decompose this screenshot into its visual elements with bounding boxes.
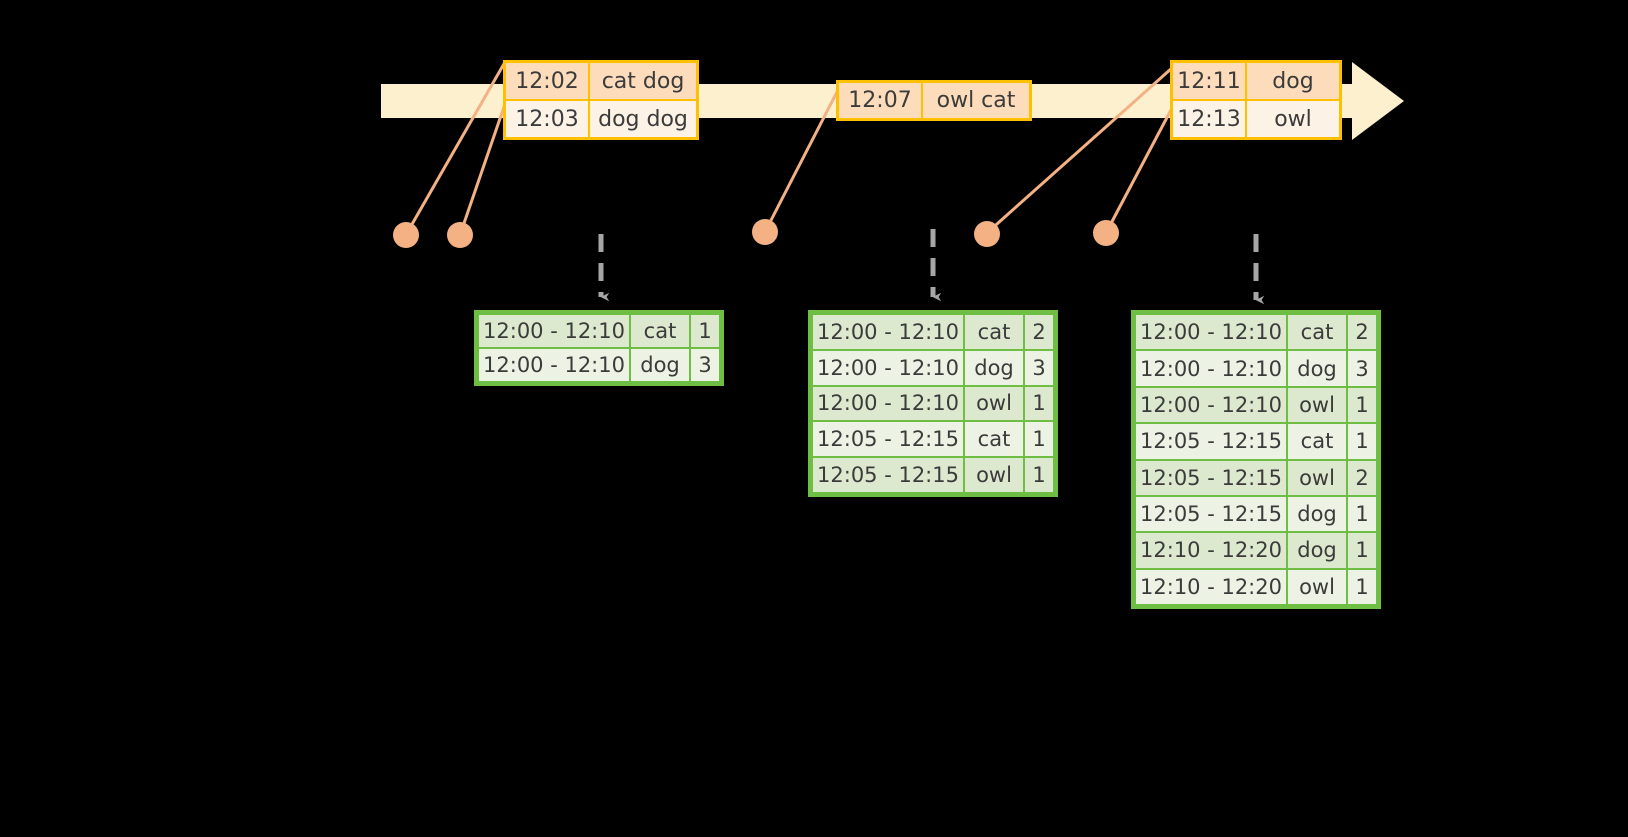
- cell-word: dog: [1288, 351, 1346, 386]
- cell-count: 1: [691, 315, 719, 347]
- event-row[interactable]: 12:07 owl cat: [839, 83, 1029, 118]
- cell-window: 12:10 - 12:20: [1136, 569, 1286, 604]
- cell-count: 1: [1348, 387, 1376, 423]
- cell-word: dog: [965, 350, 1023, 385]
- event-markers: [393, 219, 1119, 248]
- event-group-2[interactable]: 12:07 owl cat: [836, 80, 1032, 121]
- cell-count: 1: [1025, 458, 1053, 492]
- event-time: 12:07: [839, 83, 923, 118]
- cell-word: cat: [1288, 315, 1346, 350]
- cell-count: 1: [1025, 386, 1053, 421]
- cell-count: 3: [1025, 350, 1053, 385]
- cell-count: 2: [1348, 315, 1376, 350]
- cell-window: 12:00 - 12:10: [813, 350, 963, 385]
- cell-word: dog: [631, 349, 689, 381]
- connector-line-3: [764, 89, 840, 231]
- cell-word: cat: [965, 315, 1023, 349]
- event-words: cat dog: [590, 63, 696, 99]
- event-group-1[interactable]: 12:02 cat dog 12:03 dog dog: [503, 60, 699, 140]
- event-words: owl cat: [923, 83, 1029, 118]
- emit-arrows: [598, 229, 1265, 305]
- cell-window: 12:05 - 12:15: [813, 422, 963, 457]
- event-row[interactable]: 12:03 dog dog: [506, 99, 696, 137]
- cell-window: 12:10 - 12:20: [1136, 533, 1286, 568]
- cell-word: owl: [1288, 569, 1346, 604]
- cell-count: 1: [1025, 422, 1053, 457]
- cell-count: 3: [1348, 351, 1376, 386]
- cell-count: 1: [1348, 496, 1376, 532]
- event-words: owl: [1247, 101, 1339, 137]
- event-time: 12:13: [1173, 101, 1247, 137]
- connector-line-2: [459, 103, 507, 233]
- cell-word: cat: [965, 422, 1023, 457]
- event-row[interactable]: 12:02 cat dog: [506, 63, 696, 99]
- cell-window: 12:05 - 12:15: [1136, 424, 1286, 459]
- cell-window: 12:05 - 12:15: [1136, 496, 1286, 532]
- cell-word: dog: [1288, 533, 1346, 568]
- event-time: 12:02: [506, 63, 590, 99]
- cell-word: owl: [965, 458, 1023, 492]
- cell-window: 12:00 - 12:10: [1136, 315, 1286, 350]
- connector-line-5: [1105, 107, 1174, 232]
- cell-window: 12:00 - 12:10: [479, 349, 629, 381]
- cell-window: 12:00 - 12:10: [813, 315, 963, 349]
- event-row[interactable]: 12:11 dog: [1173, 63, 1339, 99]
- cell-count: 2: [1348, 460, 1376, 495]
- cell-count: 1: [1348, 533, 1376, 568]
- event-dot-4: [974, 221, 1000, 247]
- cell-window: 12:00 - 12:10: [1136, 351, 1286, 386]
- event-time: 12:11: [1173, 63, 1247, 99]
- event-words: dog: [1247, 63, 1339, 99]
- cell-word: dog: [1288, 496, 1346, 532]
- event-dot-5: [1093, 220, 1119, 246]
- cell-count: 2: [1025, 315, 1053, 349]
- cell-word: owl: [965, 386, 1023, 421]
- cell-word: cat: [631, 315, 689, 347]
- event-row[interactable]: 12:13 owl: [1173, 99, 1339, 137]
- event-words: dog dog: [590, 101, 696, 137]
- cell-word: cat: [1288, 424, 1346, 459]
- cell-window: 12:05 - 12:15: [813, 458, 963, 492]
- event-group-3[interactable]: 12:11 dog 12:13 owl: [1170, 60, 1342, 140]
- cell-count: 1: [1348, 424, 1376, 459]
- cell-word: owl: [1288, 460, 1346, 495]
- cell-word: owl: [1288, 387, 1346, 423]
- cell-window: 12:00 - 12:10: [813, 386, 963, 421]
- cell-window: 12:00 - 12:10: [479, 315, 629, 347]
- connector-line-1: [405, 61, 507, 234]
- cell-window: 12:00 - 12:10: [1136, 387, 1286, 423]
- event-dot-3: [752, 219, 778, 245]
- event-dot-2: [447, 222, 473, 248]
- cell-count: 1: [1348, 569, 1376, 604]
- event-time: 12:03: [506, 101, 590, 137]
- cell-count: 3: [691, 349, 719, 381]
- cell-window: 12:05 - 12:15: [1136, 460, 1286, 495]
- event-dot-1: [393, 222, 419, 248]
